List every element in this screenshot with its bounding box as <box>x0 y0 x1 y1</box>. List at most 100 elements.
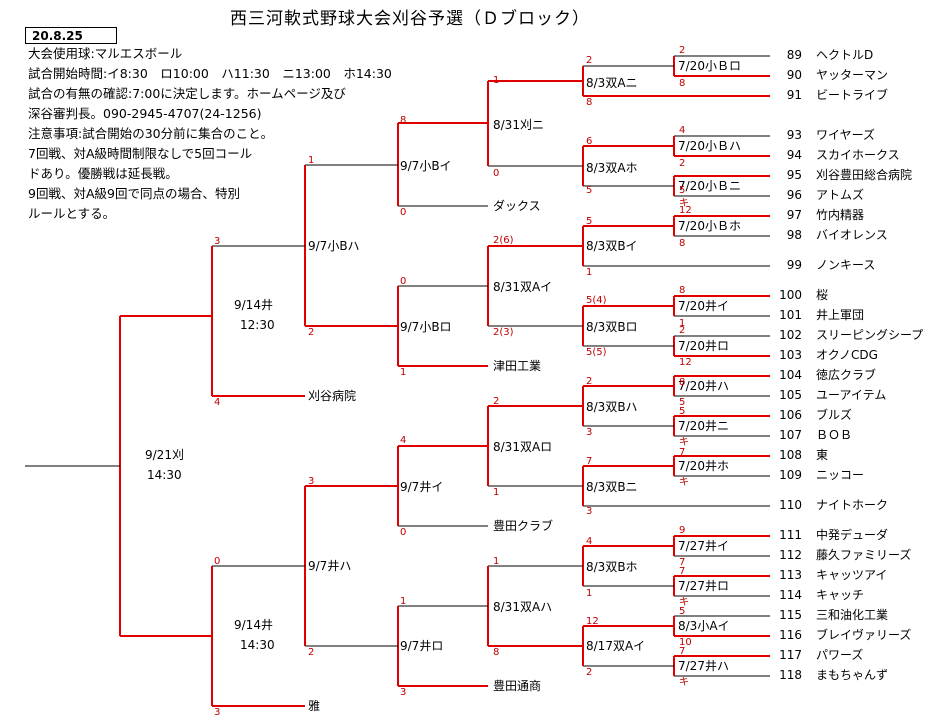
info-line: 7回戦、対A級時間制限なしで5回コール <box>28 146 253 161</box>
score: 12 <box>679 357 692 368</box>
score: 8 <box>400 115 407 126</box>
match-label: 7/20小Ｂロ <box>678 59 741 73</box>
team-number: 118 <box>779 668 802 682</box>
score: 2 <box>679 45 686 56</box>
score: 1 <box>308 155 315 166</box>
match-label: 7/27井ハ <box>678 659 729 673</box>
score: 2 <box>586 667 593 678</box>
score: 1 <box>679 318 686 329</box>
team-name: ダックス <box>493 199 541 213</box>
score: 2(3) <box>493 327 514 338</box>
score: 3 <box>214 236 221 247</box>
score: 1 <box>400 367 407 378</box>
score: 2 <box>308 647 315 658</box>
match-label: 7/20井イ <box>678 299 729 313</box>
team-name: ＢＯＢ <box>816 428 853 442</box>
score: 3 <box>400 687 407 698</box>
team-number: 93 <box>786 128 802 142</box>
info-line: 深谷審判長。090-2945-4707(24-1256) <box>28 106 262 121</box>
team-name: 東 <box>816 448 829 462</box>
team-name: ヘクトルD <box>816 48 874 62</box>
team-number: 89 <box>786 48 802 62</box>
match-label: 7/20小Ｂホ <box>678 219 741 233</box>
match-label: 9/7小Bイ <box>400 159 452 173</box>
score: 3 <box>586 506 593 517</box>
match-label: 8/3小Aイ <box>678 619 730 633</box>
team-name: スカイホークス <box>816 148 900 162</box>
team-name: 刈谷豊田総合病院 <box>816 168 913 182</box>
score: キ <box>679 597 689 608</box>
score: 5 <box>679 406 686 417</box>
match-label: 7/27井ロ <box>678 579 729 593</box>
team-name: ビートライブ <box>816 88 889 102</box>
score: 1 <box>493 75 500 86</box>
team-name: まもちゃんず <box>816 668 889 682</box>
match-label: 9/21刈 <box>145 448 184 462</box>
score: 1 <box>400 596 407 607</box>
match-label: 9/14井 <box>234 298 273 312</box>
match-label: 8/3双Bホ <box>586 560 638 574</box>
team-name: ブレイヴァリーズ <box>816 628 912 642</box>
team-number: 107 <box>779 428 802 442</box>
match-label: 8/3双Bイ <box>586 239 638 253</box>
team-number: 97 <box>786 208 802 222</box>
score: 2 <box>586 55 593 66</box>
team-name: 藤久ファミリーズ <box>816 548 912 562</box>
team-name: 三和油化工業 <box>816 608 889 622</box>
match-label: 9/7井イ <box>400 480 444 494</box>
score: 5 <box>679 185 686 196</box>
match-label: 7/20小Ｂニ <box>678 179 741 193</box>
match-label: 9/7小Bロ <box>400 320 452 334</box>
score: 2 <box>679 325 686 336</box>
score: 7 <box>679 566 686 577</box>
team-name: バイオレンス <box>816 228 888 242</box>
match-label: 8/31刈ニ <box>493 118 544 132</box>
team-name: 中発デューダ <box>816 528 889 542</box>
match-label: 8/31双Aロ <box>493 440 553 454</box>
score: 3 <box>308 476 315 487</box>
info-line: 試合の有無の確認:7:00に決定します。ホームページ及び <box>28 86 346 101</box>
team-number: 108 <box>779 448 802 462</box>
team-name: ナイトホーク <box>816 498 889 512</box>
match-label: 7/20井ハ <box>678 379 729 393</box>
match-label: 8/3双Bニ <box>586 480 638 494</box>
team-number: 95 <box>786 168 802 182</box>
score: 5 <box>586 185 593 196</box>
score: 0 <box>214 556 221 567</box>
team-name: アトムズ <box>816 188 865 202</box>
team-name: ノンキース <box>816 258 876 272</box>
match-label: 9/14井 <box>234 618 273 632</box>
score: 1 <box>493 487 500 498</box>
match-label: 12:30 <box>240 318 275 332</box>
match-label: 9/7井ハ <box>308 559 352 573</box>
score: 12 <box>679 205 692 216</box>
match-label: 7/20小Ｂハ <box>678 139 741 153</box>
match-label: 8/31双Aハ <box>493 600 553 614</box>
team-number: 94 <box>786 148 802 162</box>
score: 8 <box>586 97 593 108</box>
team-number: 114 <box>779 588 802 602</box>
team-name: ユーアイテム <box>816 388 887 402</box>
team-name: 刈谷病院 <box>308 389 357 403</box>
match-label: 8/17双Aイ <box>586 639 646 653</box>
info-line: 試合開始時間:イ8:30 ロ10:00 ハ11:30 ニ13:00 ホ14:30 <box>28 66 392 81</box>
team-number: 104 <box>779 368 802 382</box>
team-number: 101 <box>779 308 802 322</box>
info-line: ドあり。優勝戦は延長戦。 <box>28 166 178 181</box>
score: 8 <box>679 285 686 296</box>
team-name: 豊田クラブ <box>493 519 554 533</box>
team-number: 115 <box>779 608 802 622</box>
score: 4 <box>586 536 593 547</box>
score: 8 <box>679 78 686 89</box>
score: 8 <box>679 238 686 249</box>
date-box: 20.8.25 <box>25 27 117 44</box>
team-number: 103 <box>779 348 802 362</box>
score: 7 <box>679 557 686 568</box>
score: 12 <box>586 616 599 627</box>
score: キ <box>679 677 689 688</box>
team-name: スリーピングシープ <box>816 328 924 342</box>
team-name: オクノCDG <box>816 348 878 362</box>
score: 9 <box>679 525 686 536</box>
score: 6 <box>586 136 593 147</box>
